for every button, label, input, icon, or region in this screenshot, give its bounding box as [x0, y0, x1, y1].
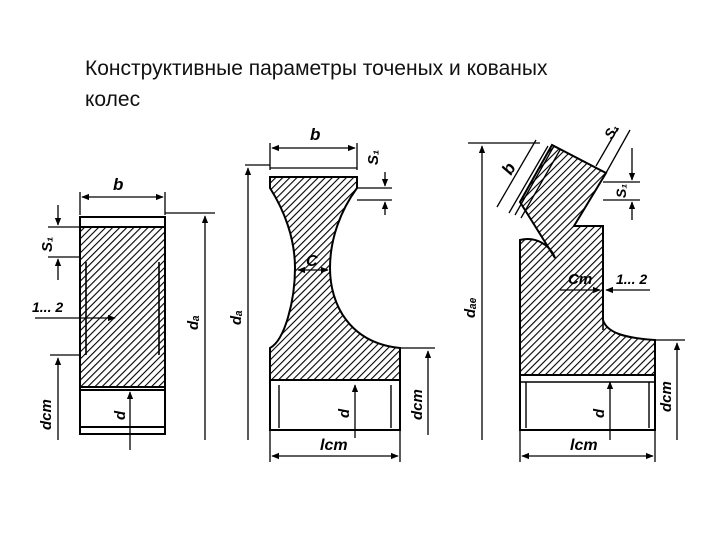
wheel-3-b-label: b	[498, 160, 520, 178]
wheel-3-s1-top-label: S₁	[601, 121, 622, 141]
wheel-3-s1-side-label: S₁	[613, 184, 629, 198]
wheel-1-s1-label: S₁	[39, 237, 56, 252]
wheel-1-solid	[35, 192, 215, 450]
wheel-2-da-label: dₐ	[228, 310, 245, 325]
wheel-2-d-label: d	[336, 408, 353, 418]
wheel-2-lct-label: lст	[320, 437, 348, 454]
wheel-2-dct-label: dст	[409, 389, 426, 420]
wheel-1-dct-label: dст	[38, 399, 55, 430]
wheel-3-hub-bore	[519, 374, 656, 431]
wheel-3-d-label: d	[591, 408, 608, 418]
wheel-3-lct-label: lст	[570, 437, 598, 454]
wheel-3-bevel	[468, 127, 685, 462]
wheel-1-range-label: 1... 2	[32, 299, 63, 315]
wheel-1-da-label: dₐ	[185, 315, 202, 330]
wheel-2-s1-label: S₁	[365, 150, 382, 165]
wheel-1-d-label: d	[112, 410, 129, 420]
wheel-2-body	[269, 176, 401, 381]
wheel-3-c-label: Cт	[568, 271, 592, 288]
wheel-1-b-label: b	[113, 175, 123, 194]
title-line-2: колес	[85, 88, 141, 111]
wheel-2-hub-bore	[269, 379, 401, 431]
wheel-3-dct-label: dст	[658, 381, 675, 412]
wheel-3-body	[518, 143, 656, 376]
wheel-2-c-label: C	[306, 253, 318, 270]
wheel-1-body	[79, 226, 166, 388]
title-line-1: Конструктивные параметры точеных и кован…	[85, 57, 548, 80]
wheel-3-dae-label: dₐₑ	[462, 297, 479, 318]
wheel-2-web	[244, 143, 435, 462]
wheel-3-range-label: 1... 2	[616, 271, 647, 287]
slide-title: Конструктивные параметры точеных и кован…	[85, 53, 685, 115]
wheel-2-b-label: b	[310, 125, 320, 144]
